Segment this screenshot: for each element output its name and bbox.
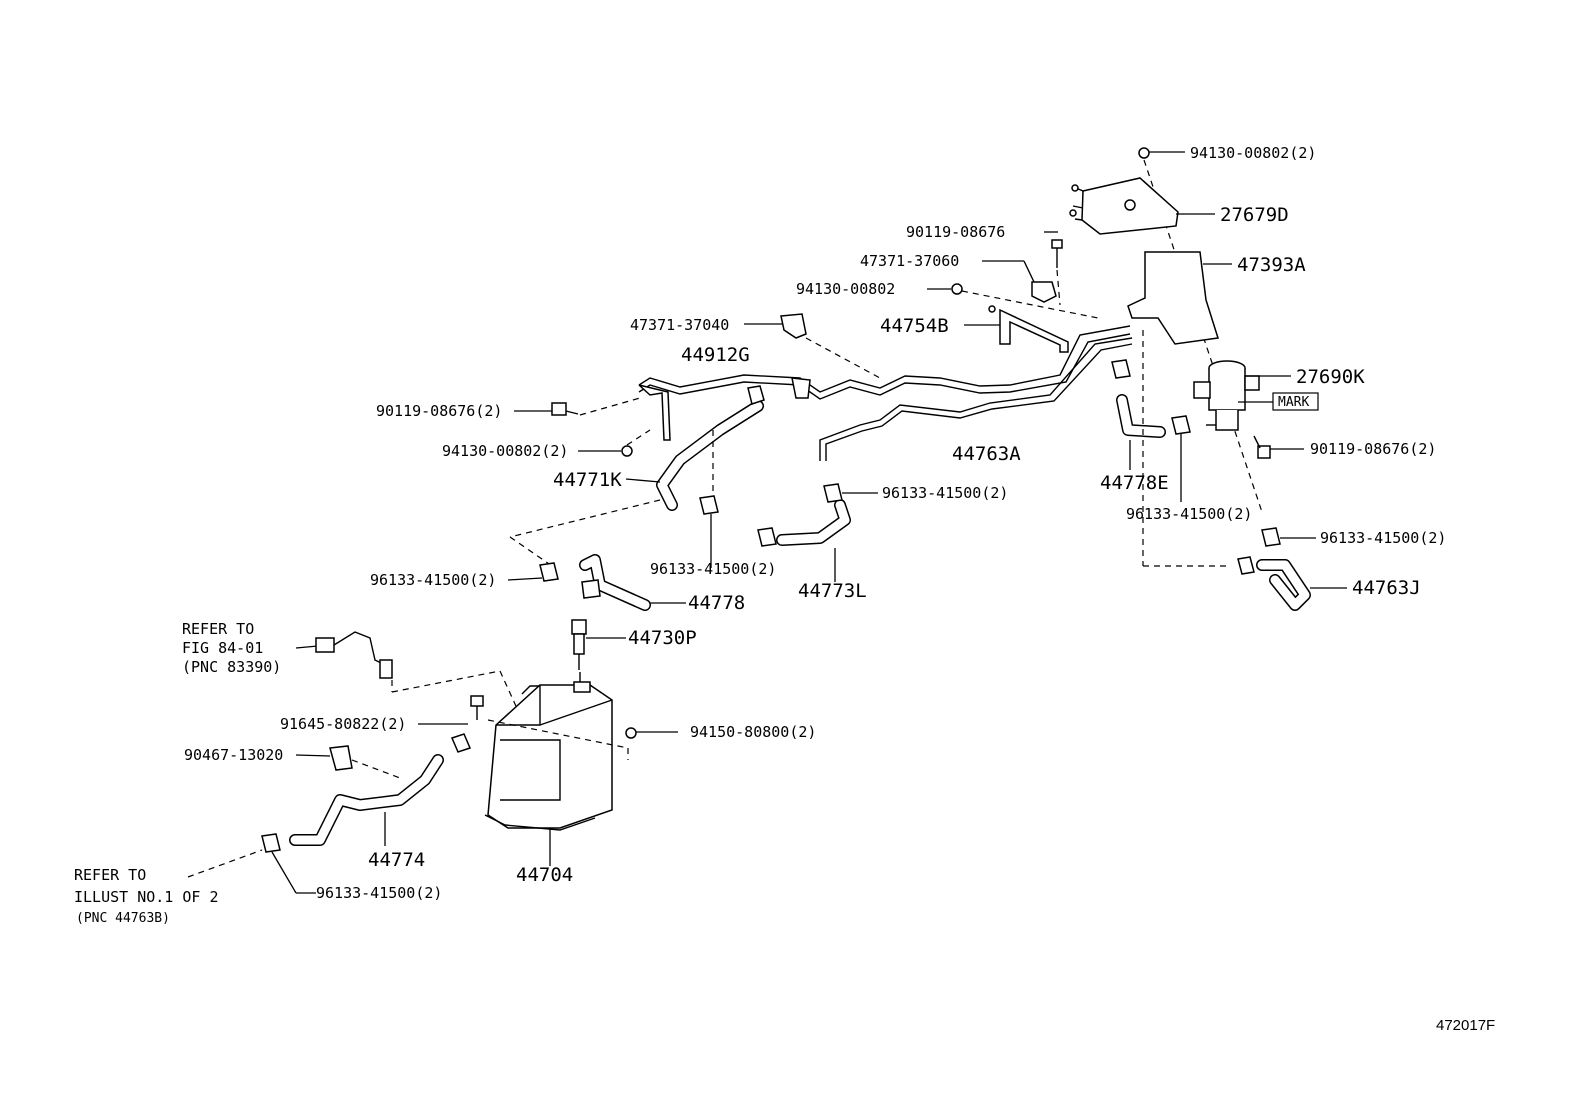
hose-44774 (289, 754, 444, 846)
nut-94130-00802-top (1138, 147, 1185, 159)
fuel-tube-44912G-44763A (638, 325, 1133, 461)
refer-illust-line-1: REFER TO (74, 866, 146, 884)
canister-44704 (484, 672, 613, 866)
label-44912G: 44912G (681, 344, 750, 366)
mark-label: MARK (1278, 395, 1309, 410)
label-44704: 44704 (516, 864, 573, 886)
refer-fig-line-1: REFER TO (182, 620, 254, 638)
clamp-96133-41500-left (507, 562, 559, 582)
label-90467-13020: 90467-13020 (184, 746, 283, 764)
hose-44778E (1111, 359, 1166, 470)
label-91645-80822-2: 91645-80822(2) (280, 715, 406, 733)
refer-fig-line-2: FIG 84-01 (182, 639, 263, 657)
label-94130-00802-2-top: 94130-00802(2) (1190, 144, 1316, 162)
bracket-27679D (1069, 177, 1215, 235)
label-44778E: 44778E (1100, 472, 1169, 494)
label-44774: 44774 (368, 849, 425, 871)
clamp-96133-41500-top (747, 385, 765, 405)
label-44754B: 44754B (880, 315, 949, 337)
label-94130-00802-mid: 94130-00802 (796, 280, 895, 298)
hose-44771K (625, 400, 764, 511)
valve-44730P (571, 619, 626, 670)
label-94130-00802-2-left: 94130-00802(2) (442, 442, 568, 460)
hose-44778 (579, 554, 686, 611)
clamp-96133-41500-center (699, 495, 719, 568)
clip-47371-37040 (744, 313, 881, 379)
label-44730P: 44730P (628, 627, 697, 649)
sensor-harness (295, 631, 393, 679)
figure-id: 472017F (1436, 1017, 1495, 1034)
label-96133-41500-2-b: 96133-41500(2) (1126, 505, 1252, 523)
label-44763A: 44763A (952, 443, 1021, 465)
label-44778: 44778 (688, 592, 745, 614)
clamp-90467-13020 (295, 745, 353, 771)
label-90119-08676-2-right: 90119-08676(2) (1310, 440, 1436, 458)
refer-fig-line-3: (PNC 83390) (182, 658, 281, 676)
label-27679D: 27679D (1220, 204, 1289, 226)
valve-27690K (1193, 360, 1291, 431)
label-44773L: 44773L (798, 580, 867, 602)
clamp-96133-41500-44778E (1171, 415, 1191, 502)
label-96133-41500-2-e: 96133-41500(2) (650, 560, 776, 578)
nut-94130-00802-left (578, 429, 651, 457)
label-27690K: 27690K (1296, 366, 1365, 388)
bracket-44754B (964, 305, 1069, 353)
refer-illust-line-3: (PNC 44763B) (76, 911, 170, 926)
label-96133-41500-2-f: 96133-41500(2) (316, 884, 442, 902)
label-47393A: 47393A (1237, 254, 1306, 276)
hose-44773L (757, 499, 851, 582)
refer-illust-line-2: ILLUST NO.1 OF 2 (74, 888, 219, 906)
clip-47371-37060 (982, 260, 1057, 303)
clamp-96133-41500-bottom (261, 833, 316, 894)
label-44763J: 44763J (1352, 577, 1421, 599)
nut-94150-80800 (625, 727, 678, 739)
label-47371-37040: 47371-37040 (630, 316, 729, 334)
cover-47393A (1127, 251, 1232, 345)
label-96133-41500-2-c: 96133-41500(2) (1320, 529, 1446, 547)
nut-94130-00802-mid (927, 283, 963, 295)
label-90119-08676-2-left: 90119-08676(2) (376, 402, 502, 420)
clamp-96133-41500-44763A (823, 483, 878, 503)
label-94150-80800-2: 94150-80800(2) (690, 723, 816, 741)
label-47371-37060: 47371-37060 (860, 252, 959, 270)
bolt-91645-80822 (418, 695, 484, 753)
bolt-90119-08676-top (1044, 231, 1063, 306)
mark-box: MARK (1238, 392, 1319, 411)
bolt-90119-08676-right (1253, 435, 1304, 459)
label-96133-41500-2-d: 96133-41500(2) (370, 571, 496, 589)
label-44771K: 44771K (553, 469, 622, 491)
label-96133-41500-2-a: 96133-41500(2) (882, 484, 1008, 502)
bolt-90119-08676-left (514, 397, 641, 416)
label-90119-08676-top: 90119-08676 (906, 223, 1005, 241)
hose-44763J (1237, 527, 1347, 611)
